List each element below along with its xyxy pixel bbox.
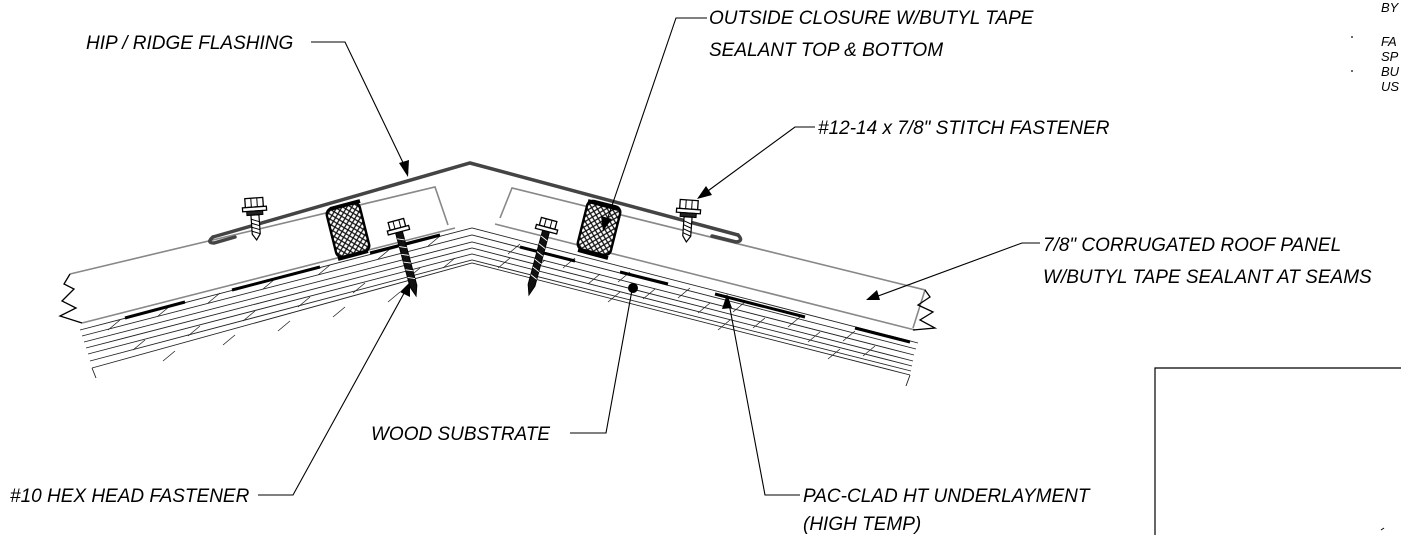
hex-head-screw-icon [673, 198, 702, 244]
note-bullet [1351, 36, 1353, 38]
break-line-icon [58, 273, 83, 324]
note-bullet [1351, 70, 1353, 72]
label-stitch-fastener: #12-14 x 7/8" STITCH FASTENER [818, 118, 1110, 139]
note-line-3: SP [1381, 49, 1399, 64]
label-roof-panel-line2: W/BUTYL TAPE SEALANT AT SEAMS [1043, 267, 1372, 288]
label-underlayment-line1: PAC-CLAD HT UNDERLAYMENT [803, 486, 1091, 507]
break-line-icon [912, 289, 938, 331]
foam-closure-icon [576, 199, 622, 260]
label-wood-substrate: WOOD SUBSTRATE [371, 424, 550, 445]
note-line-1: BY [1381, 0, 1400, 15]
label-outside-closure-line1: OUTSIDE CLOSURE W/BUTYL TAPE [709, 8, 1034, 29]
note-line-2: FA [1381, 34, 1397, 49]
label-hip-ridge-flashing: HIP / RIDGE FLASHING [86, 33, 293, 54]
hex-head-screw-icon [241, 196, 270, 242]
label-underlayment-line2: (HIGH TEMP) [803, 514, 921, 535]
label-hex-head-fastener: #10 HEX HEAD FASTENER [10, 486, 250, 507]
clipped-notes: BY FA SP BU US [1351, 0, 1400, 94]
wood-substrate [79, 227, 919, 387]
note-line-4: BU [1381, 64, 1400, 79]
underlayment-marker-dot [628, 283, 638, 293]
title-block-border [1154, 367, 1401, 535]
leader-lines [258, 17, 1040, 496]
label-outside-closure-line2: SEALANT TOP & BOTTOM [709, 40, 943, 61]
foam-closure-icon [325, 199, 371, 261]
title-block-tick [1380, 527, 1385, 531]
label-roof-panel-line1: 7/8" CORRUGATED ROOF PANEL [1043, 235, 1341, 256]
note-line-5: US [1381, 79, 1399, 94]
hip-ridge-flashing [208, 161, 743, 245]
